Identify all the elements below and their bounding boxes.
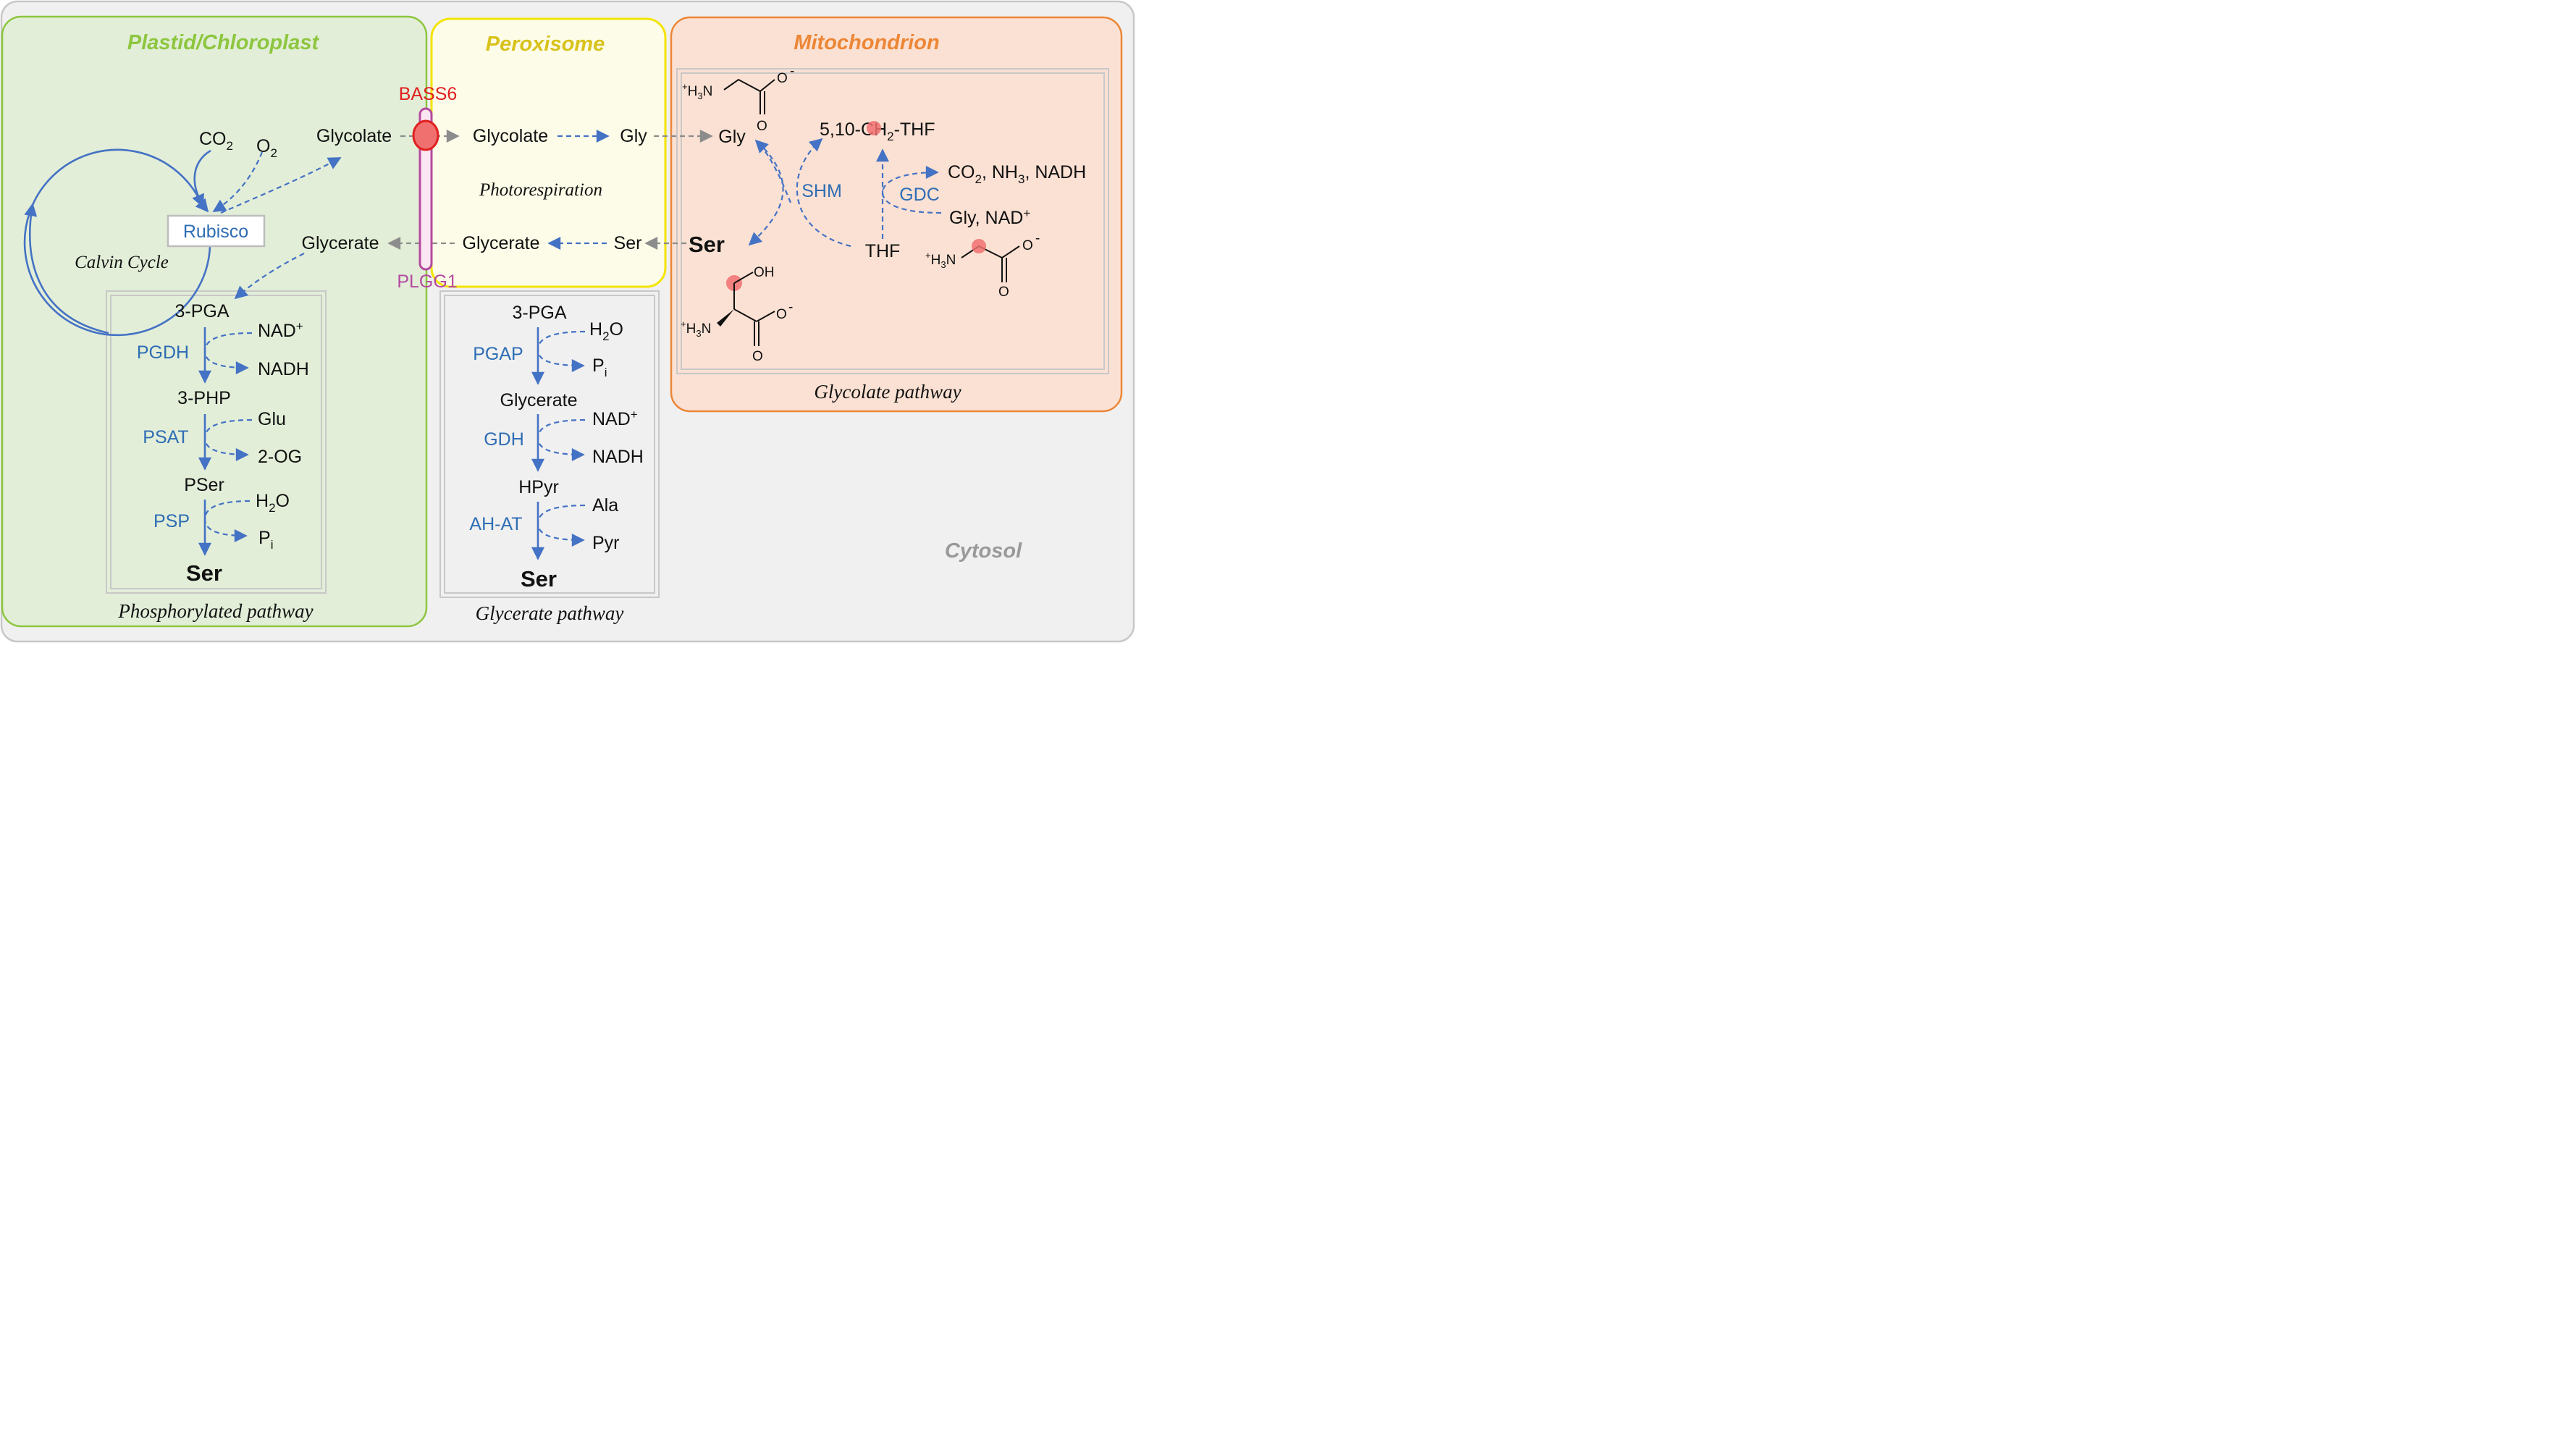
glyc-ser-label: Ser [521, 566, 557, 592]
svg-text:+H3N: +H3N [681, 319, 711, 339]
calvin-cycle-arc-left [24, 203, 109, 334]
phos-step3-cofactor-arrow [203, 500, 251, 542]
o2-to-rubisco-arrow [212, 151, 264, 212]
glyc-h2o-label: H2O [589, 319, 623, 343]
phos-nad-label: NAD+ [258, 319, 303, 341]
svg-text:+H3N: +H3N [925, 250, 956, 270]
glycerate-pathway-box [439, 290, 660, 598]
bass6-label: BASS6 [399, 84, 458, 104]
glycine-structure-right: +H3N O - O [925, 231, 1040, 300]
glycolate-pathway-box-inner [681, 72, 1105, 370]
mitochondrion-title: Mitochondrion [794, 31, 939, 54]
phos-ser-label: Ser [186, 560, 222, 586]
rubisco-to-glycolate-arrow [220, 157, 342, 214]
glyc-pi-label: Pi [592, 355, 607, 379]
plastid-title: Plastid/Chloroplast [127, 31, 320, 54]
gdc-substrates-label: Gly, NAD+ [949, 206, 1030, 228]
shm-thf-to-ch2thf-arrow [796, 138, 851, 248]
pathway-diagram: Plastid/Chloroplast Peroxisome Mitochond… [0, 0, 1135, 643]
shm-gly-start-arrow [754, 139, 792, 203]
cytosol-title: Cytosol [945, 539, 1022, 563]
psp-label: PSP [153, 511, 190, 531]
phosphorylated-pathway-box [106, 290, 327, 594]
glycerate-perox-label: Glycerate [463, 233, 540, 253]
glycolate-pathway-name: Glycolate pathway [814, 381, 961, 403]
svg-text:O: O [752, 349, 763, 364]
glyc-hpyr-label: HPyr [518, 477, 559, 497]
svg-text:O: O [776, 307, 787, 322]
svg-text:-: - [1035, 231, 1040, 246]
phos-glu-label: Glu [258, 409, 286, 429]
glycerate-plastid-label: Glycerate [302, 233, 379, 253]
rubisco-label: Rubisco [183, 222, 248, 242]
svg-text:OH: OH [754, 265, 775, 280]
phos-3pga-label: 3-PGA [174, 301, 229, 321]
pgap-label: PGAP [473, 344, 523, 364]
phos-pser-label: PSer [184, 475, 224, 495]
svg-text:O: O [1022, 238, 1033, 253]
phos-2og-label: 2-OG [258, 447, 302, 467]
plastid-region [1, 15, 428, 628]
glyc-step2-cofactor-arrow [536, 418, 586, 461]
glycerate-pathway-box-inner [444, 295, 655, 594]
ser-perox-label: Ser [614, 233, 642, 253]
svg-text:-: - [790, 64, 794, 79]
glyc-nadh-label: NADH [592, 447, 644, 467]
glycolate-plastid-label: Glycolate [316, 126, 392, 146]
gdc-cofactor-arrow [881, 166, 942, 214]
svg-text:-: - [788, 300, 793, 315]
co2-label: CO2 [199, 129, 233, 153]
mitochondrion-region [670, 16, 1123, 413]
shm-gly-to-ser-arrow [748, 141, 784, 246]
o2-label: O2 [256, 136, 277, 160]
gdc-products-label: CO2, NH3, NADH [948, 162, 1086, 186]
glycerate-to-3pga-arrow [234, 253, 305, 300]
phos-nadh-label: NADH [258, 359, 309, 379]
glycine-structure-top: +H3N O - O [682, 64, 794, 134]
photorespiration-label: Photorespiration [479, 180, 602, 200]
phosphorylated-pathway-name: Phosphorylated pathway [117, 600, 313, 622]
svg-text:O: O [998, 285, 1009, 300]
glyc-pyr-label: Pyr [592, 533, 620, 553]
ch2-carbon-highlight [867, 121, 881, 135]
glycerate-pathway-name: Glycerate pathway [476, 602, 624, 624]
mito-ser-label: Ser [689, 232, 725, 257]
gly-perox-label: Gly [620, 126, 647, 146]
glyc-step1-cofactor-arrow [536, 330, 586, 372]
diagram-stage: Plastid/Chloroplast Peroxisome Mitochond… [0, 0, 1135, 643]
calvin-cycle-arc [23, 148, 211, 337]
mito-gly-label: Gly [718, 127, 746, 147]
phos-step2-cofactor-arrow [203, 418, 253, 461]
glycolate-perox-label: Glycolate [473, 126, 548, 146]
phos-pi-label: Pi [258, 528, 273, 552]
glycolate-pathway-box [676, 68, 1109, 374]
bass6-transporter [412, 119, 439, 151]
svg-text:O: O [757, 119, 767, 134]
plgg1-label: PLGG1 [397, 272, 457, 292]
rubisco-box [167, 214, 266, 248]
svg-text:O: O [777, 71, 788, 86]
phos-step1-cofactor-arrow [203, 332, 253, 374]
glyc-glycerate-label: Glycerate [500, 390, 578, 411]
pgdh-label: PGDH [137, 342, 189, 363]
phos-h2o-label: H2O [256, 491, 290, 515]
glyc-ala-label: Ala [592, 495, 618, 516]
peroxisome-title: Peroxisome [486, 33, 605, 56]
phos-3php-label: 3-PHP [177, 388, 231, 408]
shm-label: SHM [801, 181, 842, 201]
thf-label: THF [865, 241, 901, 261]
glyc-step3-cofactor-arrow [536, 504, 586, 547]
psat-label: PSAT [143, 427, 188, 447]
glyc-nad-label: NAD+ [592, 408, 638, 429]
phosphorylated-pathway-box-inner [110, 295, 322, 589]
glyc-3pga-label: 3-PGA [512, 303, 566, 323]
ahat-label: AH-AT [469, 514, 522, 534]
co2-to-rubisco-arrow [193, 149, 211, 213]
svg-text:+H3N: +H3N [682, 81, 712, 101]
serine-structure: OH +H3N O - O [681, 265, 793, 364]
gdc-label: GDC [899, 185, 940, 205]
calvin-cycle-label: Calvin Cycle [75, 253, 169, 272]
gdh-label: GDH [484, 429, 524, 450]
